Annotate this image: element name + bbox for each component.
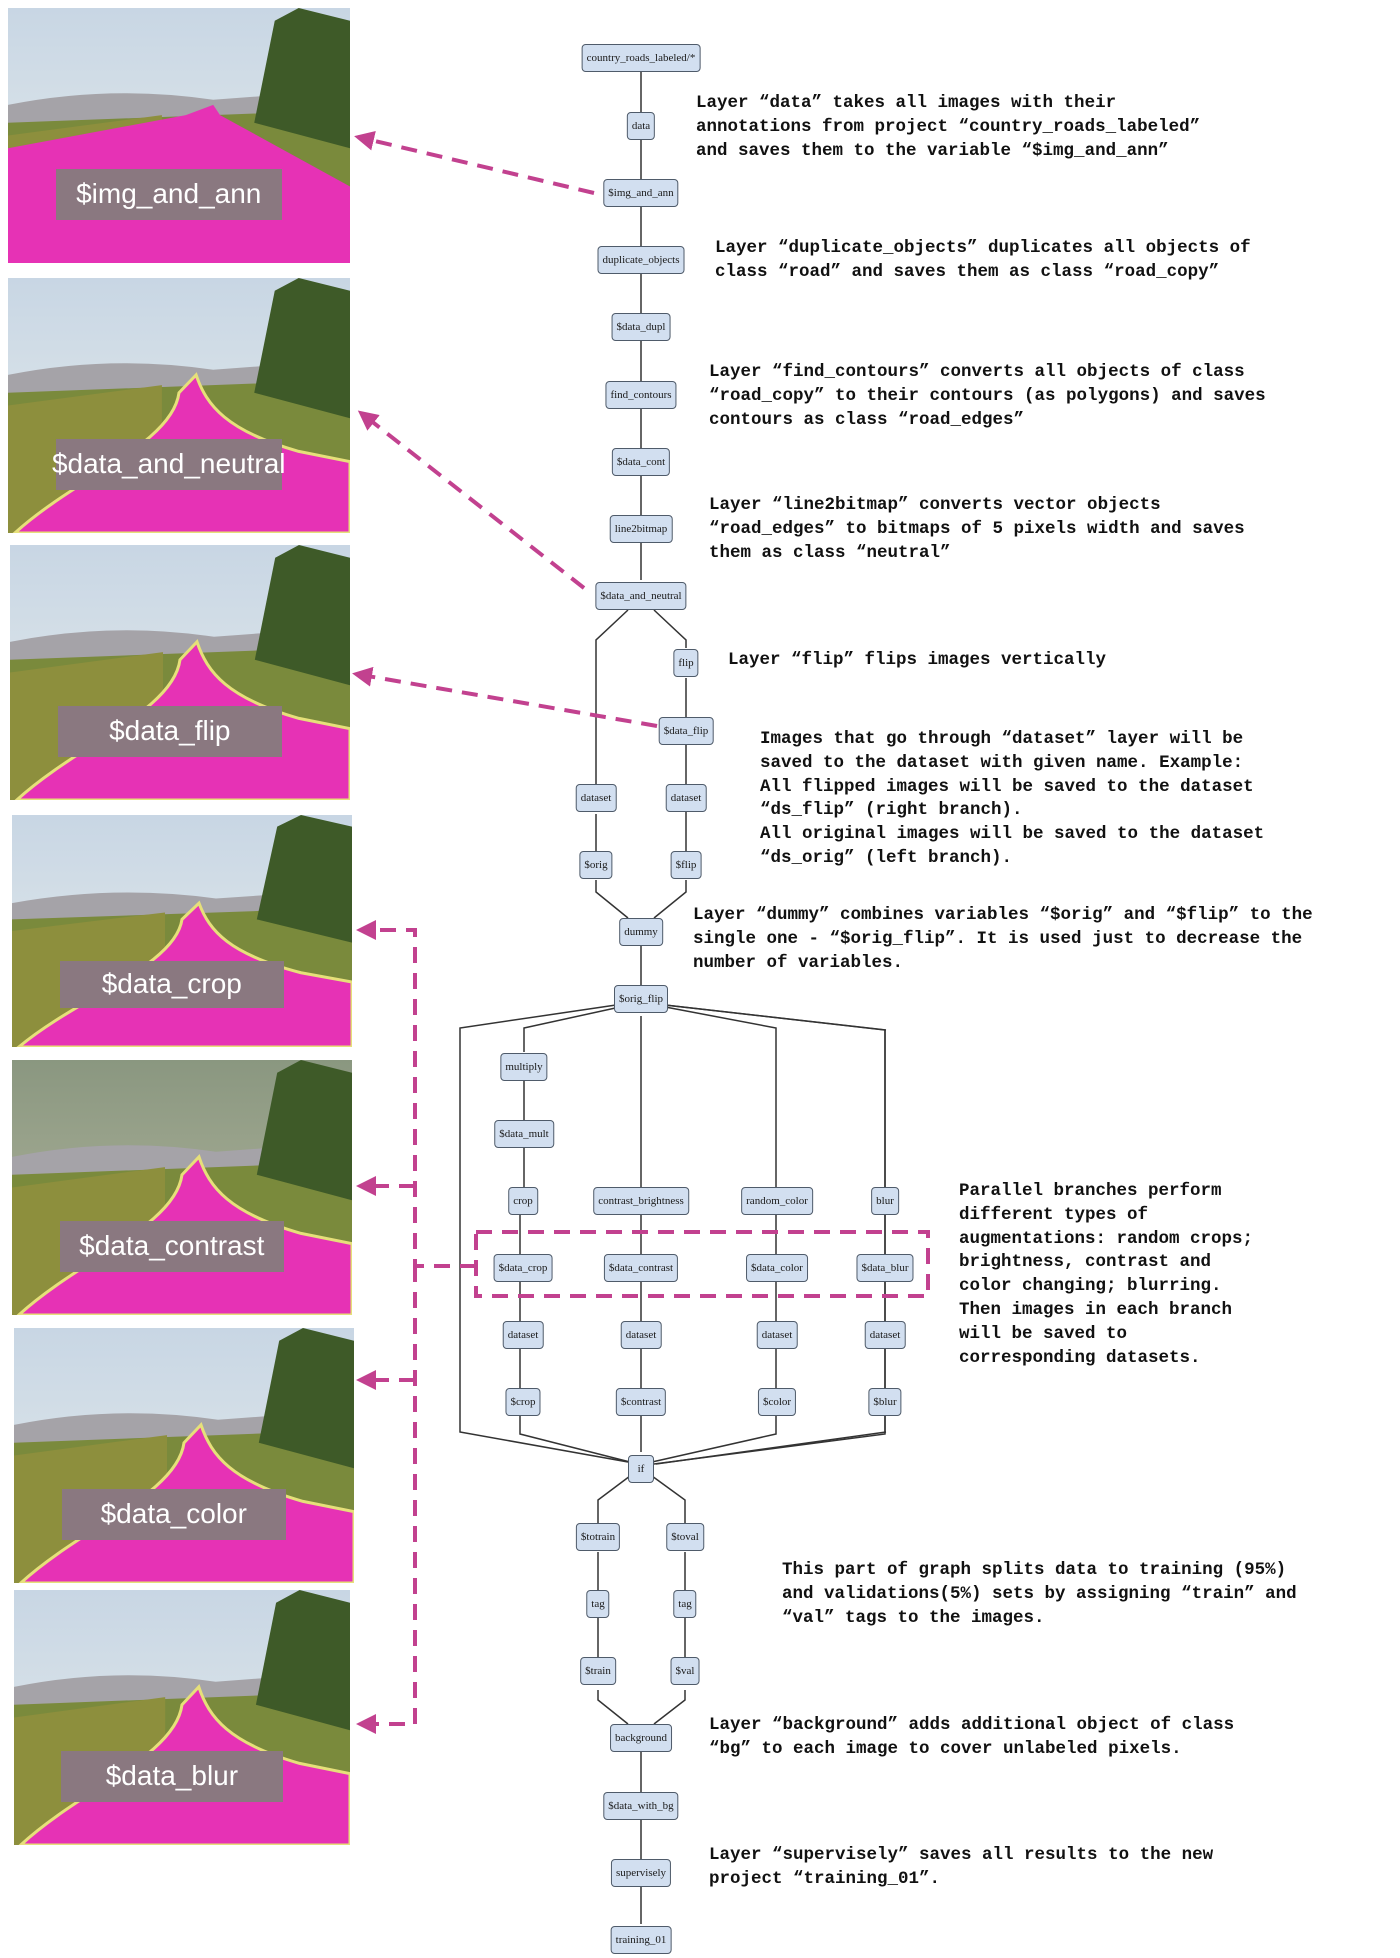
node-contrast-brightness[interactable]: contrast_brightness — [593, 1187, 689, 1215]
landscape-image — [10, 545, 350, 800]
annotation-line2bitmap: Layer “line2bitmap” converts vector obje… — [709, 495, 1245, 563]
node-data-crop[interactable]: $data_crop — [493, 1254, 553, 1282]
node-line2bitmap[interactable]: line2bitmap — [609, 515, 673, 543]
node-totrain[interactable]: $totrain — [575, 1523, 621, 1551]
node-blur-var[interactable]: $blur — [868, 1388, 902, 1416]
annotation-data-layer: Layer “data” takes all images with their… — [696, 93, 1201, 161]
thumbnail-4: $data_crop — [12, 815, 352, 1047]
node-multiply[interactable]: multiply — [500, 1053, 548, 1081]
thumbnail-2: $data_and_neutral — [8, 278, 350, 533]
annotation-dummy: Layer “dummy” combines variables “$orig”… — [693, 905, 1313, 973]
node-dataset-blur[interactable]: dataset — [864, 1321, 906, 1349]
node-data-with-bg[interactable]: $data_with_bg — [603, 1792, 679, 1820]
node-color-var[interactable]: $color — [757, 1388, 797, 1416]
node-data-mult[interactable]: $data_mult — [494, 1120, 554, 1148]
node-orig-flip[interactable]: $orig_flip — [614, 985, 668, 1013]
thumbnail-label: $img_and_ann — [55, 168, 282, 220]
landscape-image — [14, 1328, 354, 1583]
annotation-dataset: Images that go through “dataset” layer w… — [760, 729, 1265, 868]
annotation-background: Layer “background” adds additional objec… — [709, 1715, 1235, 1759]
node-dataset-flip[interactable]: dataset — [665, 784, 707, 812]
thumbnail-label: $data_contrast — [59, 1220, 284, 1272]
node-tag-val[interactable]: tag — [673, 1590, 697, 1618]
thumbnail-label: $data_blur — [61, 1750, 283, 1802]
annotation-duplicate-objects: Layer “duplicate_objects” duplicates all… — [715, 238, 1251, 282]
landscape-image — [14, 1590, 350, 1845]
node-train[interactable]: $train — [580, 1657, 616, 1685]
node-blur[interactable]: blur — [871, 1187, 899, 1215]
node-orig[interactable]: $orig — [579, 851, 613, 879]
landscape-image — [12, 1060, 352, 1315]
thumbnail-label: $data_flip — [57, 705, 282, 757]
node-data-flip[interactable]: $data_flip — [658, 717, 714, 745]
landscape-image — [8, 278, 350, 533]
node-data-and-neutral[interactable]: $data_and_neutral — [595, 582, 687, 610]
node-country-roads-labeled[interactable]: country_roads_labeled/* — [581, 44, 701, 72]
node-dataset-color[interactable]: dataset — [756, 1321, 798, 1349]
thumbnail-6: $data_color — [14, 1328, 354, 1583]
node-supervisely[interactable]: supervisely — [610, 1859, 672, 1887]
annotation-find-contours: Layer “find_contours” converts all objec… — [709, 362, 1266, 430]
node-crop-var[interactable]: $crop — [505, 1388, 541, 1416]
thumbnail-5: $data_contrast — [12, 1060, 352, 1315]
node-background[interactable]: background — [610, 1724, 672, 1752]
node-dataset-orig[interactable]: dataset — [575, 784, 617, 812]
node-flip-var[interactable]: $flip — [670, 851, 702, 879]
node-val[interactable]: $val — [670, 1657, 700, 1685]
node-data-blur[interactable]: $data_blur — [856, 1254, 914, 1282]
node-dataset-crop[interactable]: dataset — [502, 1321, 544, 1349]
annotation-flip: Layer “flip” flips images vertically — [728, 650, 1107, 670]
thumbnail-label: $data_color — [61, 1488, 286, 1540]
annotation-parallel-branches: Parallel branches perform different type… — [959, 1181, 1254, 1368]
landscape-image — [12, 815, 352, 1047]
node-if[interactable]: if — [628, 1455, 654, 1483]
node-data-dupl[interactable]: $data_dupl — [611, 313, 671, 341]
node-random-color[interactable]: random_color — [741, 1187, 813, 1215]
thumbnail-3: $data_flip — [10, 545, 350, 800]
node-contrast-var[interactable]: $contrast — [615, 1388, 667, 1416]
thumbnail-label: $data_and_neutral — [52, 438, 286, 490]
node-data[interactable]: data — [626, 112, 656, 140]
node-toval[interactable]: $toval — [666, 1523, 704, 1551]
node-flip[interactable]: flip — [673, 649, 699, 677]
thumbnail-1: $img_and_ann — [8, 8, 350, 263]
node-tag-train[interactable]: tag — [586, 1590, 610, 1618]
node-img-and-ann[interactable]: $img_and_ann — [603, 179, 679, 207]
node-dummy[interactable]: dummy — [619, 918, 663, 946]
landscape-image — [8, 8, 350, 263]
node-dataset-contrast[interactable]: dataset — [620, 1321, 662, 1349]
annotation-train-val-split: This part of graph splits data to traini… — [782, 1560, 1297, 1628]
node-data-contrast[interactable]: $data_contrast — [603, 1254, 679, 1282]
node-data-color[interactable]: $data_color — [746, 1254, 808, 1282]
node-training-01[interactable]: training_01 — [610, 1926, 672, 1954]
node-duplicate-objects[interactable]: duplicate_objects — [597, 246, 685, 274]
node-crop[interactable]: crop — [508, 1187, 538, 1215]
annotation-supervisely: Layer “supervisely” saves all results to… — [709, 1845, 1214, 1889]
node-find-contours[interactable]: find_contours — [605, 381, 677, 409]
thumbnail-7: $data_blur — [14, 1590, 350, 1845]
node-data-cont[interactable]: $data_cont — [611, 448, 671, 476]
thumbnail-label: $data_crop — [59, 961, 284, 1008]
